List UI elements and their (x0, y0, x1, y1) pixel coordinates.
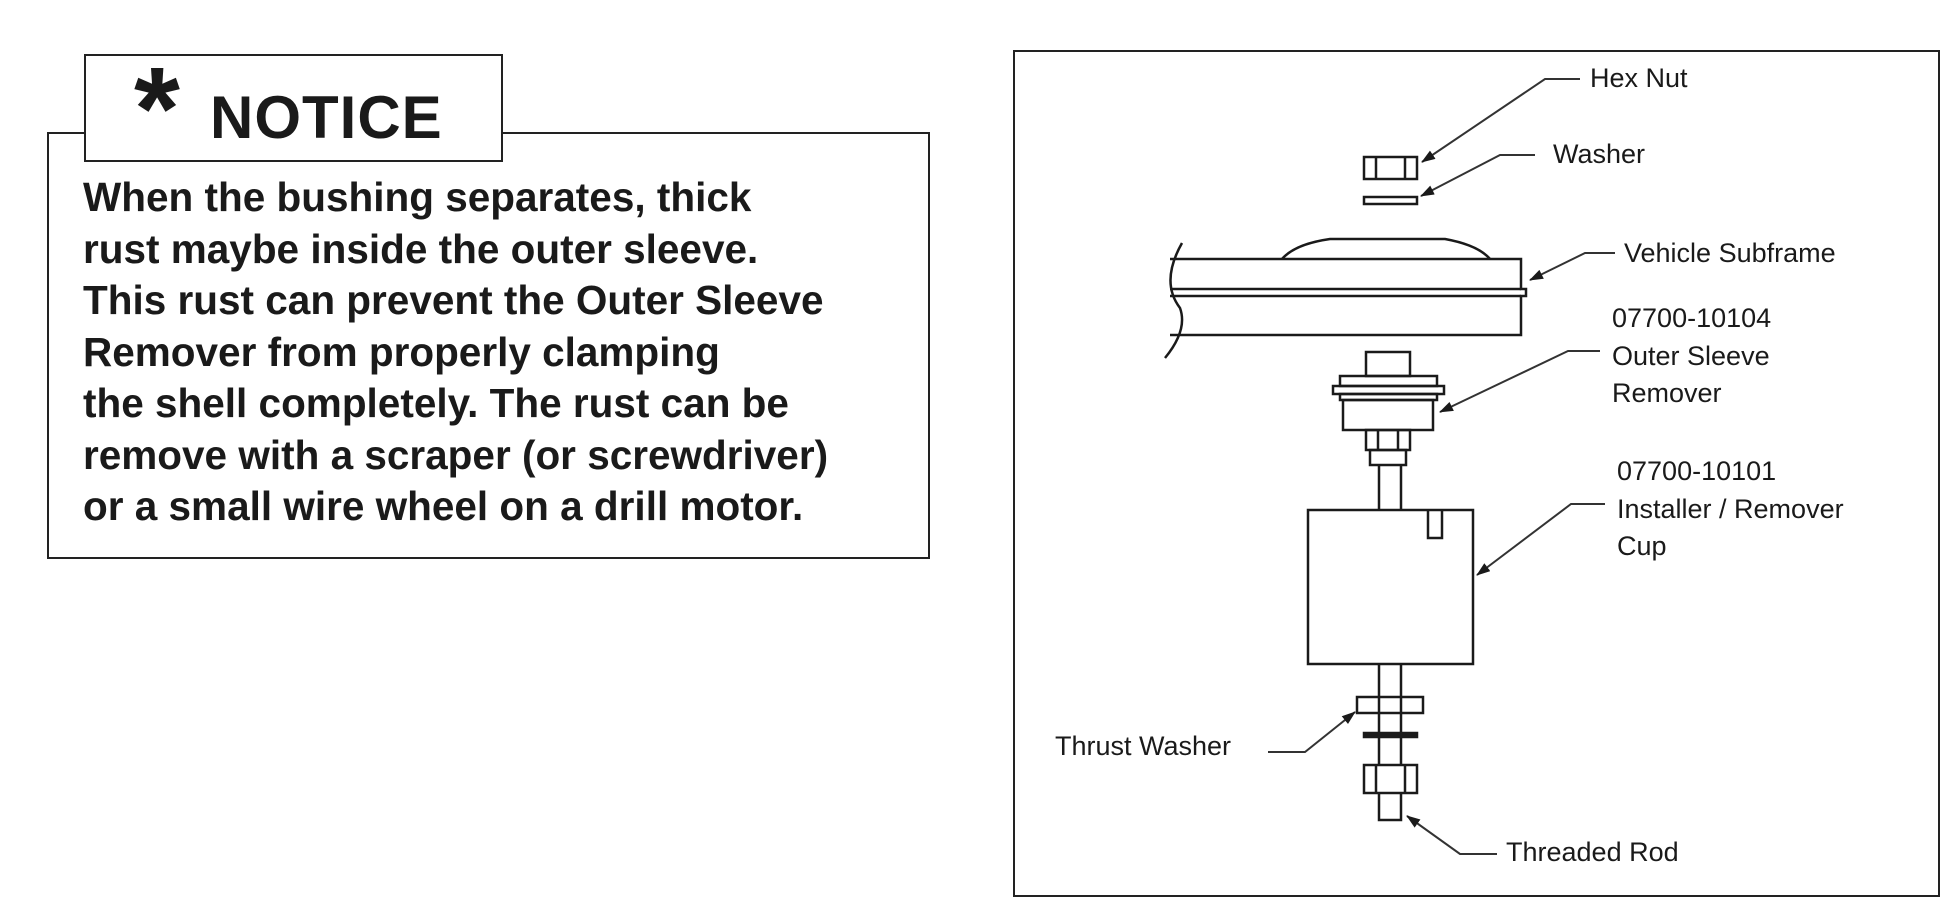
threaded-rod-lower (1377, 664, 1403, 765)
notice-line: the shell completely. The rust can be (83, 380, 789, 426)
hex-nut-part (1362, 155, 1419, 181)
threaded-rod-upper (1377, 465, 1403, 510)
washer-leader (1420, 154, 1535, 197)
thrust-washer-part (1355, 695, 1425, 715)
label-cup-name-2: Cup (1617, 531, 1667, 561)
notice-line: rust maybe inside the outer sleeve. (83, 225, 759, 272)
installer-remover-cup-part (1306, 508, 1475, 666)
notice-title: NOTICE (210, 84, 443, 151)
thrust-washer-ring (1362, 731, 1419, 739)
notice-line: This rust can prevent the Outer Sleeve (83, 277, 824, 323)
diagram-frame (1013, 50, 1940, 897)
label-outer-sleeve-name-2: Remover (1612, 378, 1722, 408)
label-cup-name-1: Installer / Remover (1617, 494, 1844, 524)
washer-part (1362, 195, 1419, 206)
notice-line: When the bushing separates, thick (83, 174, 752, 220)
vehicle-subframe-part (1164, 237, 1528, 359)
label-thrust-washer: Thrust Washer (1055, 731, 1232, 761)
thrust-washer-leader (1268, 711, 1356, 753)
outer-sleeve-remover-part (1331, 350, 1446, 467)
label-outer-sleeve-part-number: 07700-10104 (1612, 303, 1772, 333)
threaded-rod-tip (1377, 793, 1403, 822)
threaded-rod-leader (1406, 815, 1497, 855)
notice-box (47, 132, 930, 559)
hex-nut-leader (1421, 78, 1580, 163)
notice-text: When the bushing separates, thick rust m… (83, 172, 923, 533)
label-hex-nut: Hex Nut (1590, 63, 1688, 93)
notice-header: * NOTICE (84, 50, 503, 168)
label-outer-sleeve-name-1: Outer Sleeve (1612, 341, 1770, 371)
label-cup-part-number: 07700-10101 (1617, 456, 1777, 486)
label-washer: Washer (1553, 139, 1646, 169)
notice-line: remove with a scraper (or screwdriver) (83, 431, 829, 478)
outer-sleeve-leader (1439, 350, 1600, 413)
notice-asterisk-icon: * (134, 43, 180, 175)
vehicle-subframe-leader (1529, 252, 1615, 281)
label-vehicle-subframe: Vehicle Subframe (1624, 238, 1836, 268)
bottom-hex-nut-part (1362, 763, 1419, 795)
notice-line: Remover from properly clamping (83, 328, 720, 375)
label-threaded-rod: Threaded Rod (1506, 837, 1679, 867)
cup-leader (1476, 503, 1605, 576)
notice-line: or a small wire wheel on a drill motor. (83, 483, 804, 529)
